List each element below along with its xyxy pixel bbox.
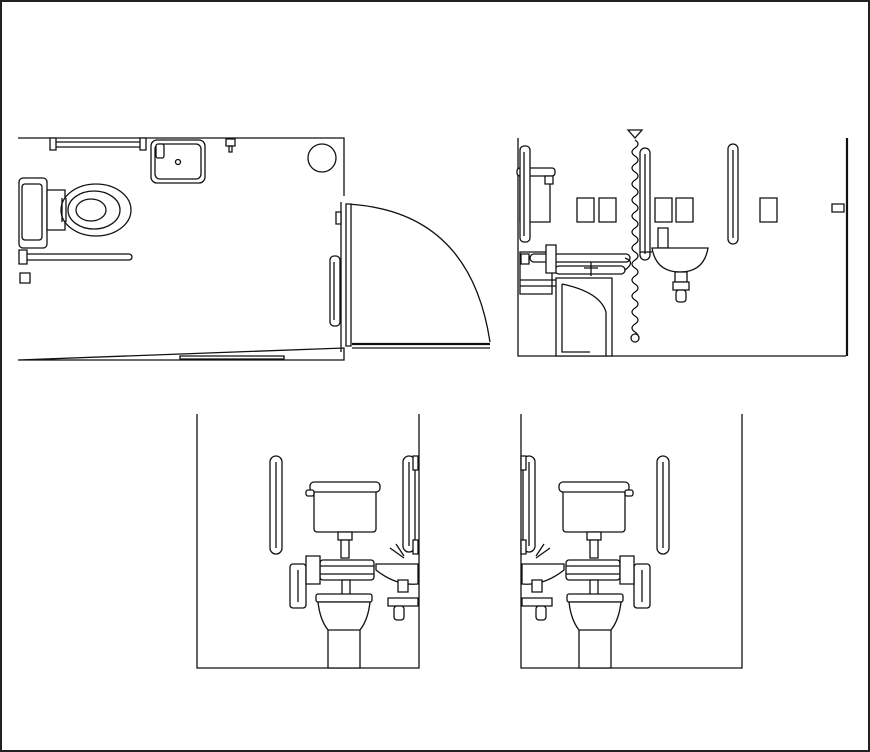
elevation-front-left	[197, 414, 419, 668]
side-wall-panels	[577, 198, 777, 222]
front-left-support-rails	[290, 556, 374, 608]
elevation-front-right	[521, 414, 742, 668]
elevation-side	[517, 130, 847, 356]
front-right-grab-rail	[657, 456, 669, 554]
door-swing	[346, 204, 490, 348]
front-left-toilet-pan	[316, 594, 372, 668]
side-folding-rail	[530, 245, 631, 276]
plan-toilet	[19, 178, 131, 248]
emergency-pull-cord	[628, 130, 642, 342]
side-toilet-pan	[520, 252, 612, 356]
side-vertical-rail-1	[640, 148, 650, 260]
plan-grab-rail-top	[50, 138, 146, 150]
plan-wash-basin	[151, 140, 205, 183]
front-right-rail-and-basin	[521, 456, 564, 620]
plan-rail-right-wall	[330, 212, 341, 326]
front-left-rail-and-basin	[376, 456, 418, 620]
side-vertical-rail-2	[728, 144, 738, 244]
front-left-grab-rail	[270, 456, 282, 554]
side-cistern	[517, 146, 555, 242]
plan-view	[18, 138, 490, 360]
front-right-toilet-pan	[567, 594, 623, 668]
side-wash-basin	[640, 228, 708, 302]
plan-folding-rail	[19, 250, 132, 283]
floor-drain	[308, 144, 336, 172]
front-right-support-rails	[566, 556, 650, 608]
front-left-cistern	[306, 482, 380, 558]
front-right-cistern	[559, 482, 633, 558]
